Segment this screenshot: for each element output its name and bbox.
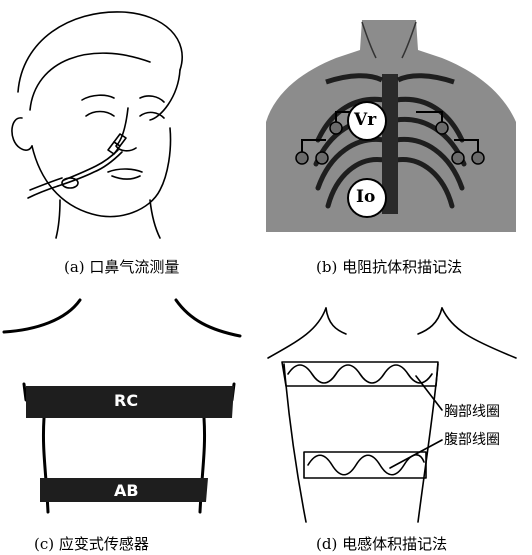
face-illustration xyxy=(0,0,266,240)
chest-coil-label: 胸部线圈 xyxy=(444,404,500,420)
panel-d-inductance: 胸部线圈 腹部线圈 (d) 电感体积描记法 xyxy=(266,290,532,555)
chest-xray-illustration xyxy=(266,0,532,240)
panel-c-strain-gauge: RC AB (c) 应变式传感器 xyxy=(0,290,266,555)
abdomen-coil-label: 腹部线圈 xyxy=(444,432,500,448)
torso-belts-illustration xyxy=(0,290,266,555)
caption-b: (b) 电阻抗体积描记法 xyxy=(316,258,462,276)
rc-label: RC xyxy=(114,391,138,410)
panel-b-impedance: Vr Io (b) 电阻抗体积描记法 xyxy=(266,0,532,240)
caption-c: (c) 应变式传感器 xyxy=(34,535,149,553)
caption-d: (d) 电感体积描记法 xyxy=(316,535,447,553)
torso-coils-illustration xyxy=(266,290,532,555)
panel-a-nasal-airflow: (a) 口鼻气流测量 xyxy=(0,0,266,240)
current-label: Io xyxy=(356,187,375,207)
caption-a: (a) 口鼻气流测量 xyxy=(64,258,179,276)
ab-label: AB xyxy=(114,481,139,500)
voltage-label: Vr xyxy=(354,110,376,130)
